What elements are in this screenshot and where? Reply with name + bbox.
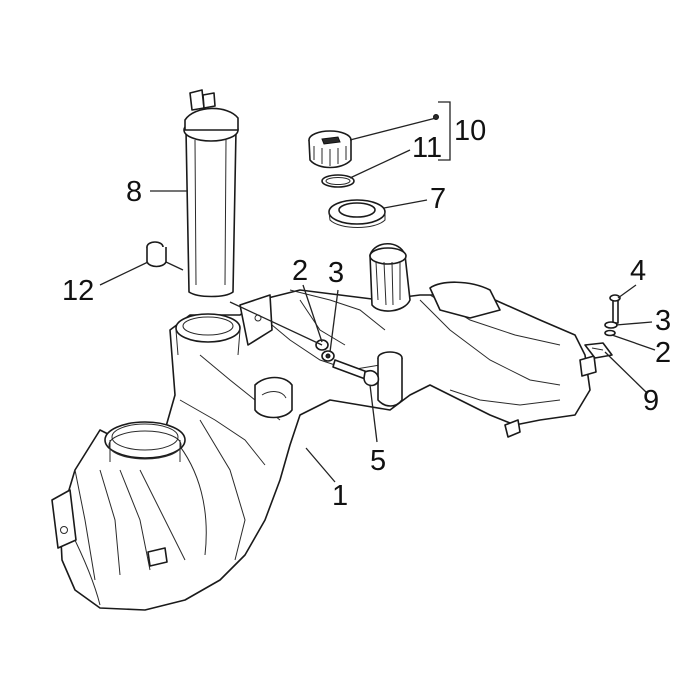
callout-1: 1 xyxy=(332,480,348,512)
leader-bolt-through xyxy=(229,301,323,346)
callout-3-right: 3 xyxy=(655,305,671,337)
leader-9 xyxy=(604,351,648,394)
filler-grommet xyxy=(328,199,386,228)
fuel-cap xyxy=(308,130,352,169)
tank-clip-assembly xyxy=(584,294,621,359)
leader-12b xyxy=(165,261,184,271)
leader-10-dot xyxy=(433,114,439,120)
callout-7: 7 xyxy=(430,183,446,215)
leader-10 xyxy=(349,117,437,141)
leader-1 xyxy=(305,447,336,483)
leader-3a xyxy=(329,289,339,353)
bracket-10-11 xyxy=(438,101,451,161)
callout-labels: 1 2 3 5 7 8 10 11 12 4 3 2 9 xyxy=(62,115,671,512)
leader-5 xyxy=(369,384,378,443)
leader-4 xyxy=(617,284,637,299)
callout-3-center: 3 xyxy=(328,257,344,289)
fuel-level-sender xyxy=(183,89,239,298)
callout-9: 9 xyxy=(643,385,659,417)
leader-lines xyxy=(99,101,656,483)
leader-12 xyxy=(99,261,149,286)
leader-3b xyxy=(615,321,653,326)
callout-5: 5 xyxy=(370,445,386,477)
o-ring-seal xyxy=(321,174,355,188)
callout-11: 11 xyxy=(412,132,442,164)
callout-2-right: 2 xyxy=(655,337,671,369)
spacer-sleeve xyxy=(146,241,167,268)
callout-4: 4 xyxy=(630,255,646,287)
callout-10: 10 xyxy=(454,115,486,147)
callout-12: 12 xyxy=(62,275,94,307)
leader-2a xyxy=(302,284,323,343)
fuel-tank xyxy=(51,242,597,611)
leader-11 xyxy=(349,149,411,179)
callout-2-center: 2 xyxy=(292,255,308,287)
leader-2b xyxy=(611,334,656,351)
leader-7 xyxy=(383,199,428,209)
callout-8: 8 xyxy=(126,176,142,208)
